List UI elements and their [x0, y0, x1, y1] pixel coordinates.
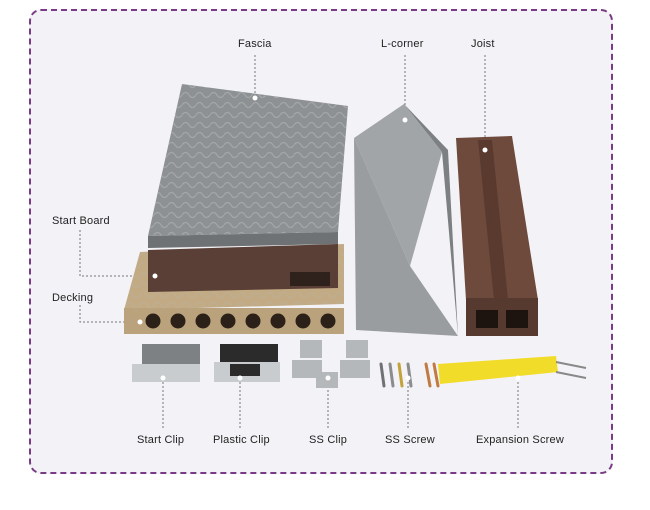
- expansion-screws: [438, 356, 587, 384]
- ss-screw-label: SS Screw: [385, 434, 435, 446]
- joist-profile: [456, 136, 538, 336]
- fascia-board: [148, 84, 348, 248]
- joist-label: Joist: [471, 38, 495, 50]
- ss-clips: [292, 340, 370, 388]
- fascia-label: Fascia: [238, 38, 272, 50]
- ss-clip-label: SS Clip: [309, 434, 348, 446]
- plastic-clip-label: Plastic Clip: [213, 434, 270, 446]
- ss-screws: [379, 362, 440, 388]
- l-corner-label: L-corner: [381, 38, 424, 50]
- start-clip-label: Start Clip: [137, 434, 185, 446]
- expansion-screw-label: Expansion Screw: [476, 434, 564, 446]
- start-board: [148, 244, 338, 292]
- decking-label: Decking: [52, 292, 94, 304]
- start-board-label: Start Board: [52, 215, 110, 227]
- start-clip: [132, 344, 200, 382]
- plastic-clip: [214, 344, 280, 382]
- l-corner-profile: [354, 104, 458, 336]
